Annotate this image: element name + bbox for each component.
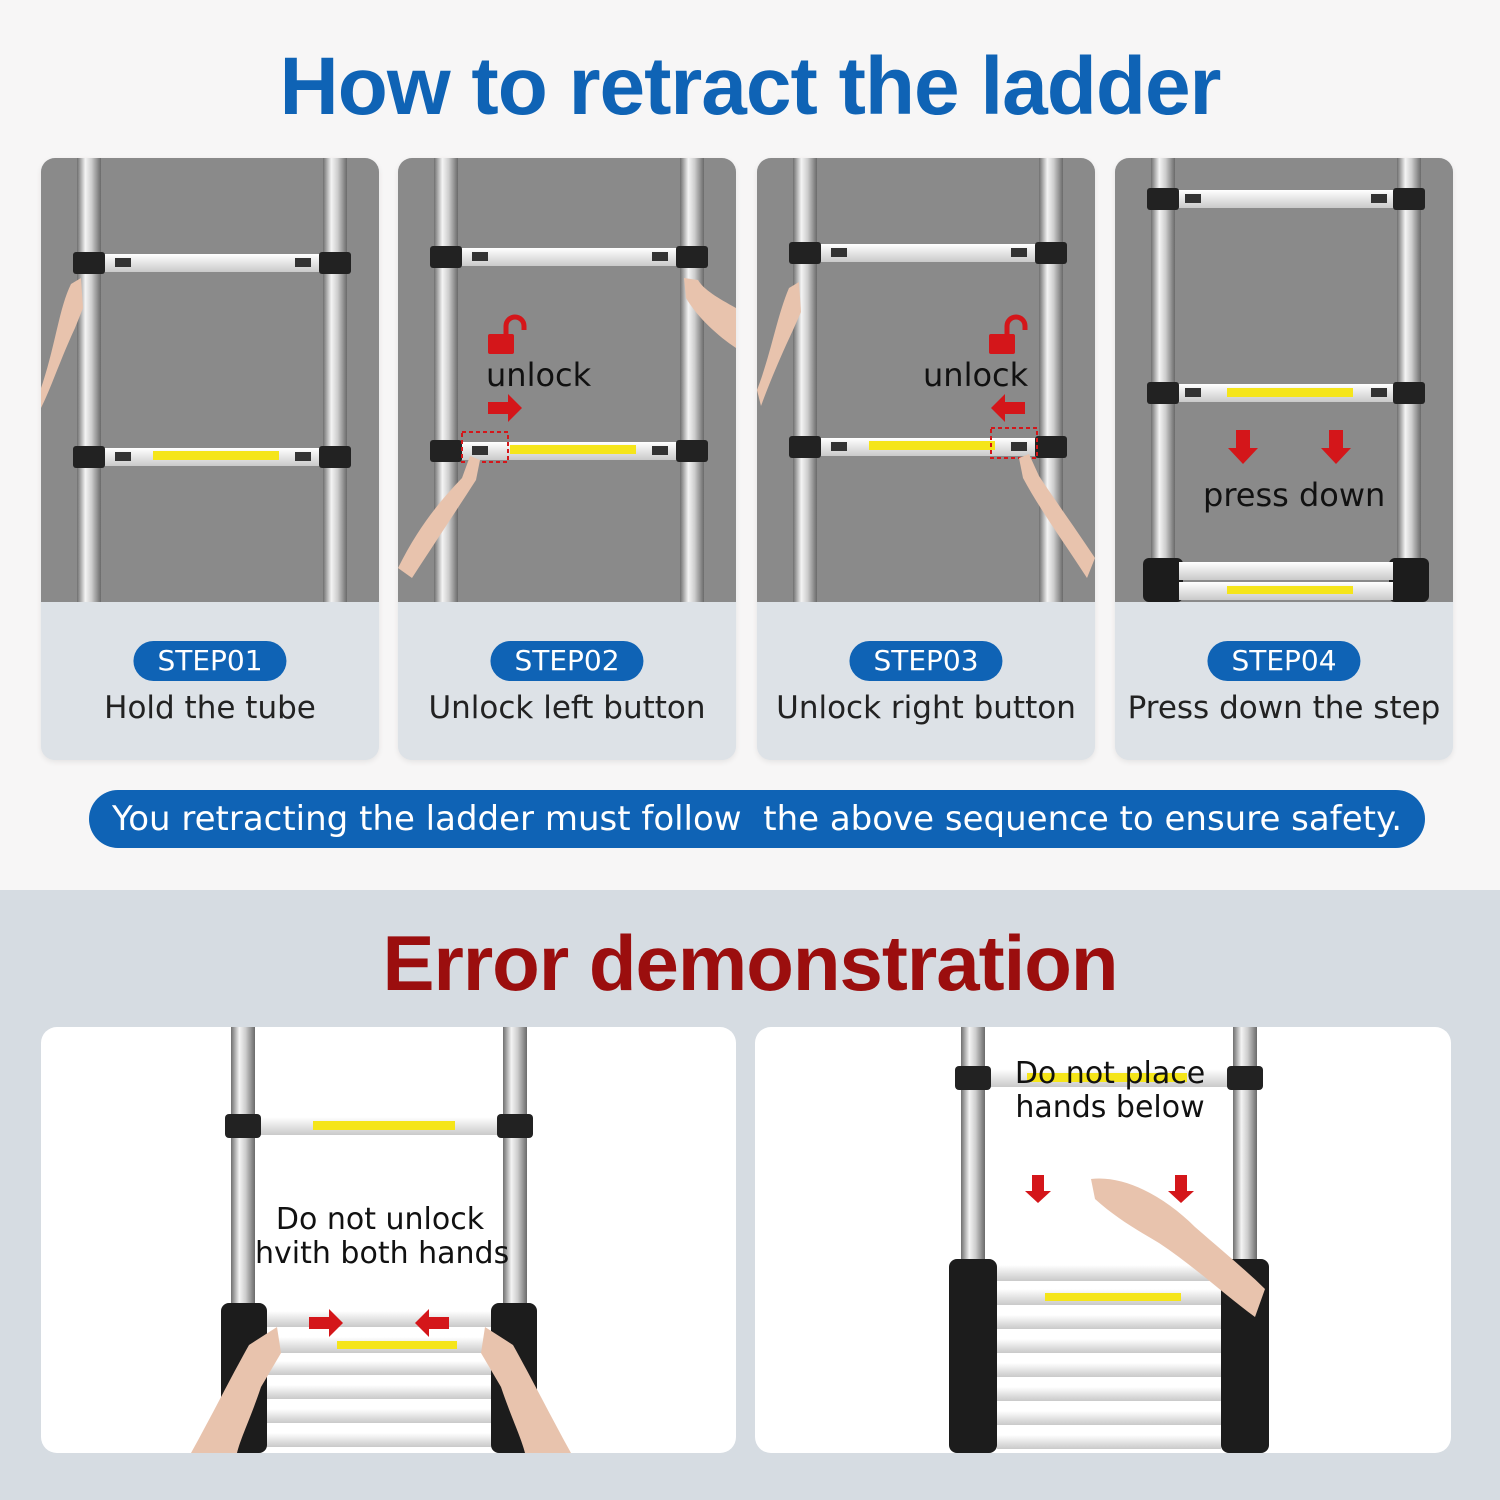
arrow-down-icon — [1321, 430, 1351, 464]
arrow-right-icon — [309, 1309, 343, 1337]
arrow-right-icon — [488, 394, 522, 422]
step-badge: STEP04 — [1207, 641, 1361, 681]
step-badge: STEP03 — [849, 641, 1003, 681]
error-card-1: Do not unlock hvith both hands — [41, 1027, 736, 1453]
step-4-footer: STEP04 Press down the step — [1115, 602, 1453, 760]
step-label: Unlock right button — [776, 690, 1076, 726]
step-1-photo — [41, 158, 379, 602]
unlock-label: unlock — [923, 356, 1029, 394]
press-down-label: press down — [1203, 476, 1386, 514]
error-title: Error demonstration — [382, 919, 1118, 1007]
unlock-icon — [488, 314, 527, 354]
step-3-footer: STEP03 Unlock right button — [757, 602, 1095, 760]
arrow-down-icon — [1228, 430, 1258, 464]
step-3-photo: unlock — [757, 158, 1095, 602]
arrow-down-icon — [1025, 1175, 1051, 1203]
page-title: How to retract the ladder — [279, 41, 1222, 132]
step-label: Hold the tube — [104, 690, 316, 726]
error-2-caption: Do not place hands below — [985, 1057, 1235, 1125]
step-4-photo: press down — [1115, 158, 1453, 602]
caption-line: Do not place — [1014, 1056, 1206, 1091]
caption-line: Do not unlock — [275, 1202, 485, 1237]
step-1-footer: STEP01 Hold the tube — [41, 602, 379, 760]
error-card-2: Do not place hands below — [755, 1027, 1451, 1453]
error-1-caption: Do not unlock hvith both hands — [255, 1202, 510, 1271]
caption-line: hands below — [1015, 1090, 1205, 1125]
error-1-illustration — [191, 1027, 571, 1453]
arrow-left-icon — [991, 394, 1025, 422]
step-card-4: press down STEP04 Press down the step — [1115, 158, 1453, 760]
step-2-footer: STEP02 Unlock left button — [398, 602, 736, 760]
step-label: Press down the step — [1127, 690, 1441, 726]
step-badge: STEP02 — [490, 641, 644, 681]
step-card-3: unlock STEP03 Unlock right button — [757, 158, 1095, 760]
step-card-1: STEP01 Hold the tube — [41, 158, 379, 760]
step-badge: STEP01 — [133, 641, 287, 681]
step-2-photo: unlock — [398, 158, 736, 602]
step-label: Unlock left button — [428, 690, 706, 726]
arrow-left-icon — [415, 1309, 449, 1337]
unlock-label: unlock — [486, 356, 592, 394]
step-card-2: unlock STEP02 Unlock left button — [398, 158, 736, 760]
safety-notice-banner: You retracting the ladder must follow th… — [89, 790, 1425, 848]
error-2-illustration — [949, 1027, 1269, 1453]
unlock-icon — [989, 314, 1028, 354]
caption-line: hvith both hands — [255, 1236, 510, 1271]
arrow-down-icon — [1168, 1175, 1194, 1203]
